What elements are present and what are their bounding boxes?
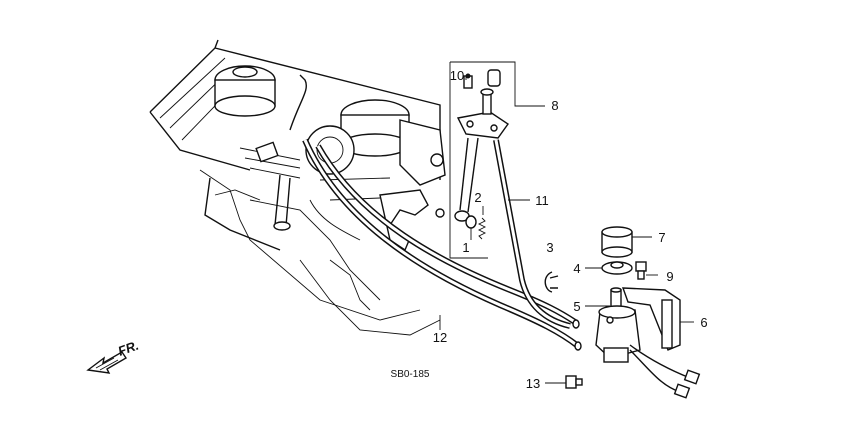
callout-7: 7 — [658, 230, 665, 245]
part-6-solenoid-valve — [595, 287, 701, 399]
front-direction-label: FR. — [116, 338, 141, 359]
front-direction-arrow-icon — [86, 351, 127, 374]
callout-1: 1 — [462, 240, 469, 255]
part-7-cap — [601, 226, 633, 258]
callout-10: 10 — [450, 68, 464, 83]
part-13-bolt — [565, 375, 583, 389]
engine-block-illustration — [149, 39, 446, 336]
callout-4: 4 — [573, 261, 580, 276]
callout-6: 6 — [700, 315, 707, 330]
vacuum-hose-12 — [302, 138, 582, 351]
callout-3: 3 — [546, 240, 553, 255]
part-9-bolt — [635, 261, 647, 280]
vacuum-hose-11 — [493, 139, 571, 329]
diagram-code: SB0-185 — [391, 369, 430, 380]
callout-13: 13 — [526, 376, 540, 391]
callout-leaders — [439, 76, 694, 384]
part-4-grommet — [601, 261, 633, 275]
callout-11: 11 — [535, 193, 549, 208]
callout-5: 5 — [573, 299, 580, 314]
callout-8: 8 — [551, 98, 558, 113]
callout-9: 9 — [666, 269, 673, 284]
part-3-clip — [544, 271, 559, 293]
callout-2: 2 — [474, 190, 481, 205]
callout-12: 12 — [433, 330, 447, 345]
part-group-8-frame — [449, 61, 545, 259]
